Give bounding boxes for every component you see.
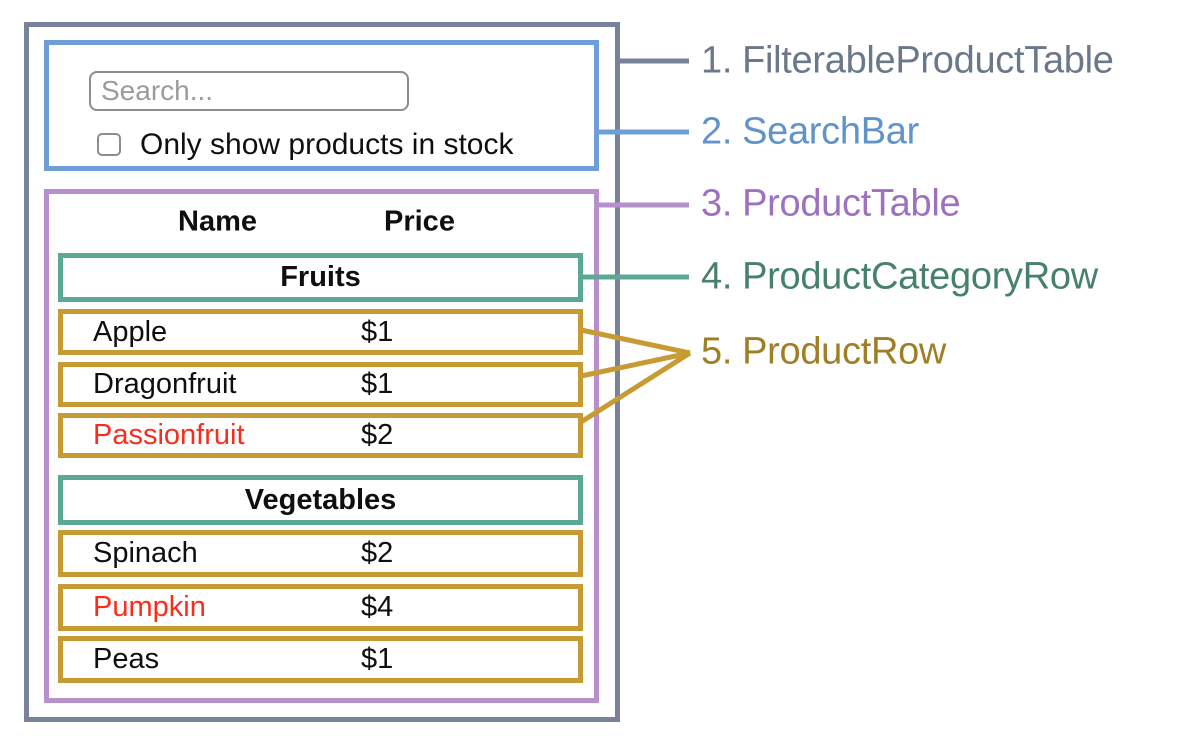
product-price: $2	[361, 537, 394, 569]
product-row-peas: Peas $1	[58, 636, 583, 683]
column-header-name: Name	[178, 205, 257, 238]
category-row-fruits: Fruits	[58, 253, 583, 302]
product-row-apple: Apple $1	[58, 309, 583, 355]
category-label: Vegetables	[244, 483, 397, 516]
product-row-spinach: Spinach $2	[58, 530, 583, 577]
product-price: $4	[361, 591, 394, 623]
legend-label-search-bar: 2.SearchBar	[701, 110, 919, 153]
product-row-passionfruit: Passionfruit $2	[58, 413, 583, 458]
in-stock-checkbox[interactable]	[97, 133, 121, 156]
product-row-pumpkin: Pumpkin $4	[58, 584, 583, 631]
product-price: $2	[361, 419, 394, 451]
product-price: $1	[361, 315, 394, 348]
product-name: Dragonfruit	[93, 368, 237, 400]
product-price: $1	[361, 368, 394, 400]
product-row-dragonfruit: Dragonfruit $1	[58, 362, 583, 407]
product-price: $1	[361, 643, 394, 675]
legend-label-product-table: 3.ProductTable	[701, 182, 961, 225]
category-row-vegetables: Vegetables	[58, 475, 583, 525]
in-stock-checkbox-label: Only show products in stock	[140, 128, 514, 161]
product-name-out-of-stock: Passionfruit	[93, 419, 245, 451]
category-label: Fruits	[280, 261, 361, 293]
search-input[interactable]	[89, 71, 409, 111]
product-name: Peas	[93, 643, 160, 675]
legend-label-product-row: 5.ProductRow	[701, 330, 947, 373]
product-name: Apple	[93, 315, 168, 348]
column-header-price: Price	[384, 205, 455, 238]
product-name-out-of-stock: Pumpkin	[93, 591, 206, 623]
legend-label-filterable-product-table: 1.FilterableProductTable	[701, 39, 1114, 82]
product-name: Spinach	[93, 537, 198, 569]
legend-label-product-category-row: 4.ProductCategoryRow	[701, 255, 1098, 298]
